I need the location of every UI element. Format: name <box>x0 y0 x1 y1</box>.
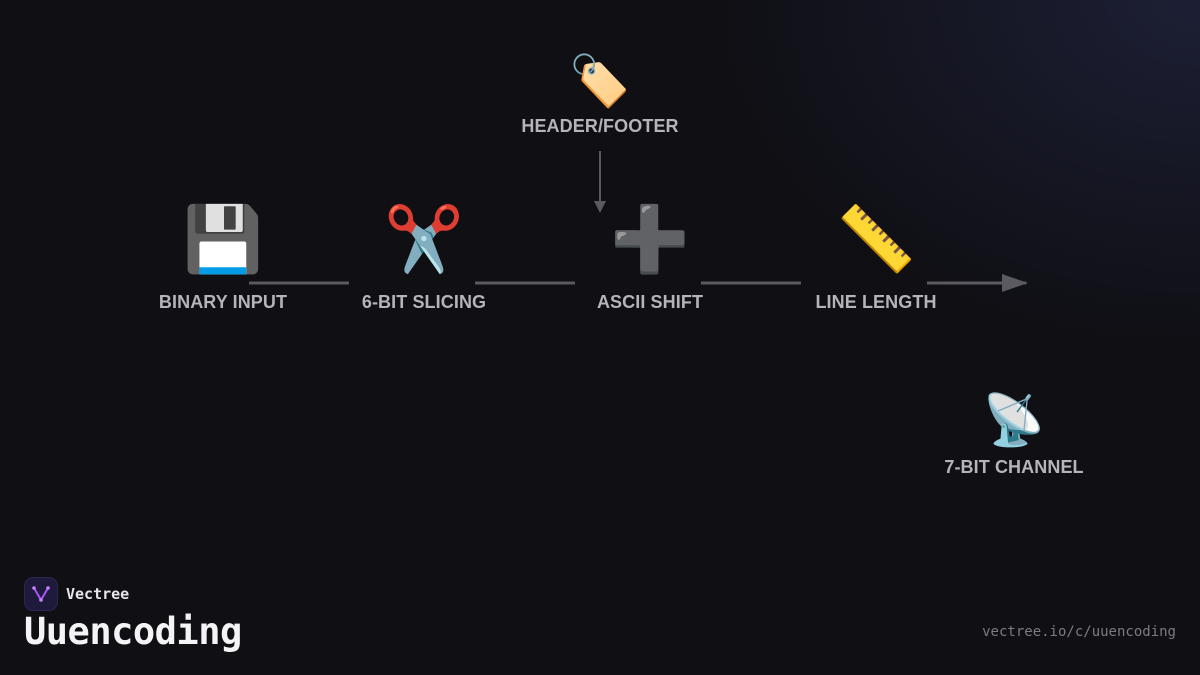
node-label: ASCII SHIFT <box>596 292 704 312</box>
node-seven-bit-channel: 📡 7-BIT CHANNEL <box>944 395 1083 478</box>
node-six-bit-slicing: ✂️ 6-BIT SLICING <box>362 208 486 313</box>
node-label: LINE LENGTH <box>815 292 937 312</box>
scissors-icon: ✂️ <box>384 203 464 277</box>
node-label: 6-BIT SLICING <box>361 292 487 312</box>
floppy-disk-icon: 💾 <box>183 203 263 277</box>
brand: Vectree <box>24 577 129 611</box>
node-label: BINARY INPUT <box>158 292 288 312</box>
label-tag-icon: 🏷️ <box>568 52 632 110</box>
satellite-dish-icon: 📡 <box>982 391 1046 449</box>
vectree-logo-icon <box>24 577 58 611</box>
node-binary-input: 💾 BINARY INPUT <box>159 208 287 313</box>
page-title: Uuencoding <box>24 610 242 653</box>
plus-icon: ➕ <box>610 203 690 277</box>
node-ascii-shift: ➕ ASCII SHIFT <box>597 208 703 313</box>
node-label: HEADER/FOOTER <box>521 116 679 136</box>
page-url: vectree.io/c/uuencoding <box>982 624 1176 640</box>
node-line-length: 📏 LINE LENGTH <box>815 208 936 313</box>
brand-name: Vectree <box>66 585 130 603</box>
ruler-icon: 📏 <box>836 203 916 277</box>
node-label: 7-BIT CHANNEL <box>944 457 1084 477</box>
node-header-footer: 🏷️ HEADER/FOOTER <box>521 56 678 137</box>
